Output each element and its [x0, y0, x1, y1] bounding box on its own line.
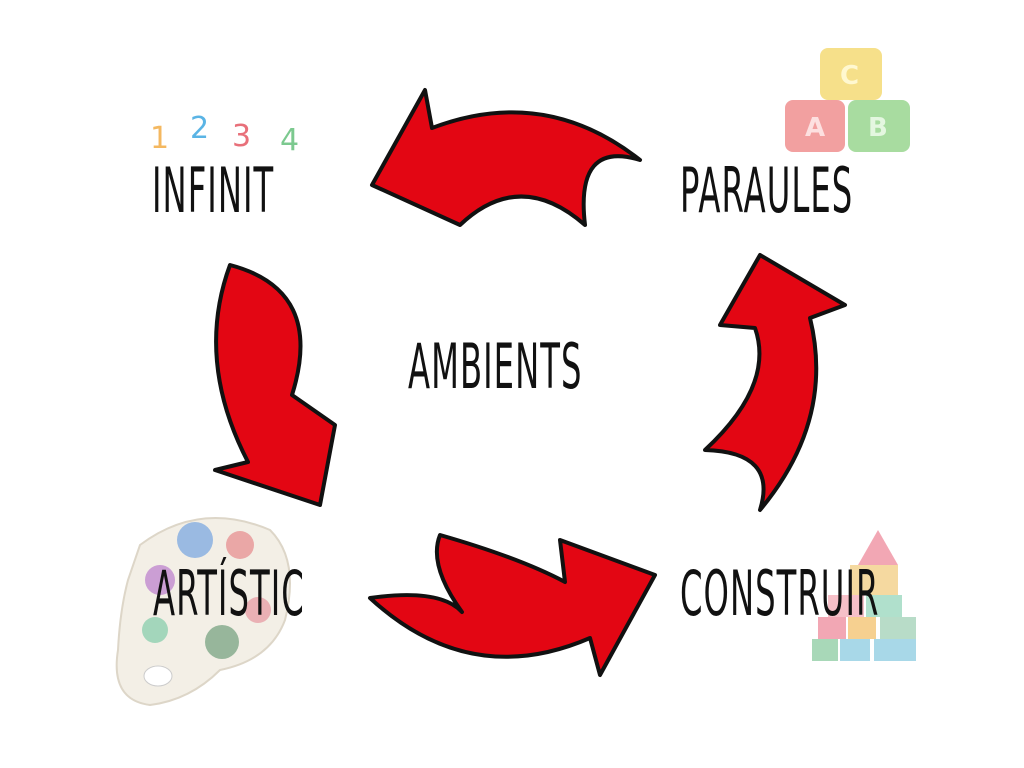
node-paraules: PARAULES	[680, 154, 854, 227]
block-b: B	[868, 113, 888, 143]
arrow-artistic-to-construir	[368, 533, 657, 677]
block-a: A	[805, 113, 825, 143]
arrow-infinit-to-artistic	[213, 263, 337, 507]
number-3: 3	[232, 119, 251, 154]
paint-palette-icon	[115, 517, 291, 707]
arrow-construir-to-paraules	[703, 253, 847, 512]
number-1: 1	[150, 121, 169, 156]
building-blocks-icon	[812, 530, 916, 661]
block-c: C	[840, 61, 859, 91]
number-2: 2	[190, 111, 209, 146]
node-infinit: INFINIT	[152, 154, 275, 227]
numbers-icon: 1 2 3 4	[150, 111, 299, 158]
node-construir: CONSTRUIR	[680, 557, 880, 630]
number-4: 4	[280, 123, 299, 158]
alphabet-blocks-icon: C A B	[785, 48, 910, 152]
center-label: AMBIENTS	[408, 330, 583, 403]
node-artistic: ARTÍSTIC	[153, 557, 305, 630]
arrow-paraules-to-infinit	[370, 88, 642, 227]
